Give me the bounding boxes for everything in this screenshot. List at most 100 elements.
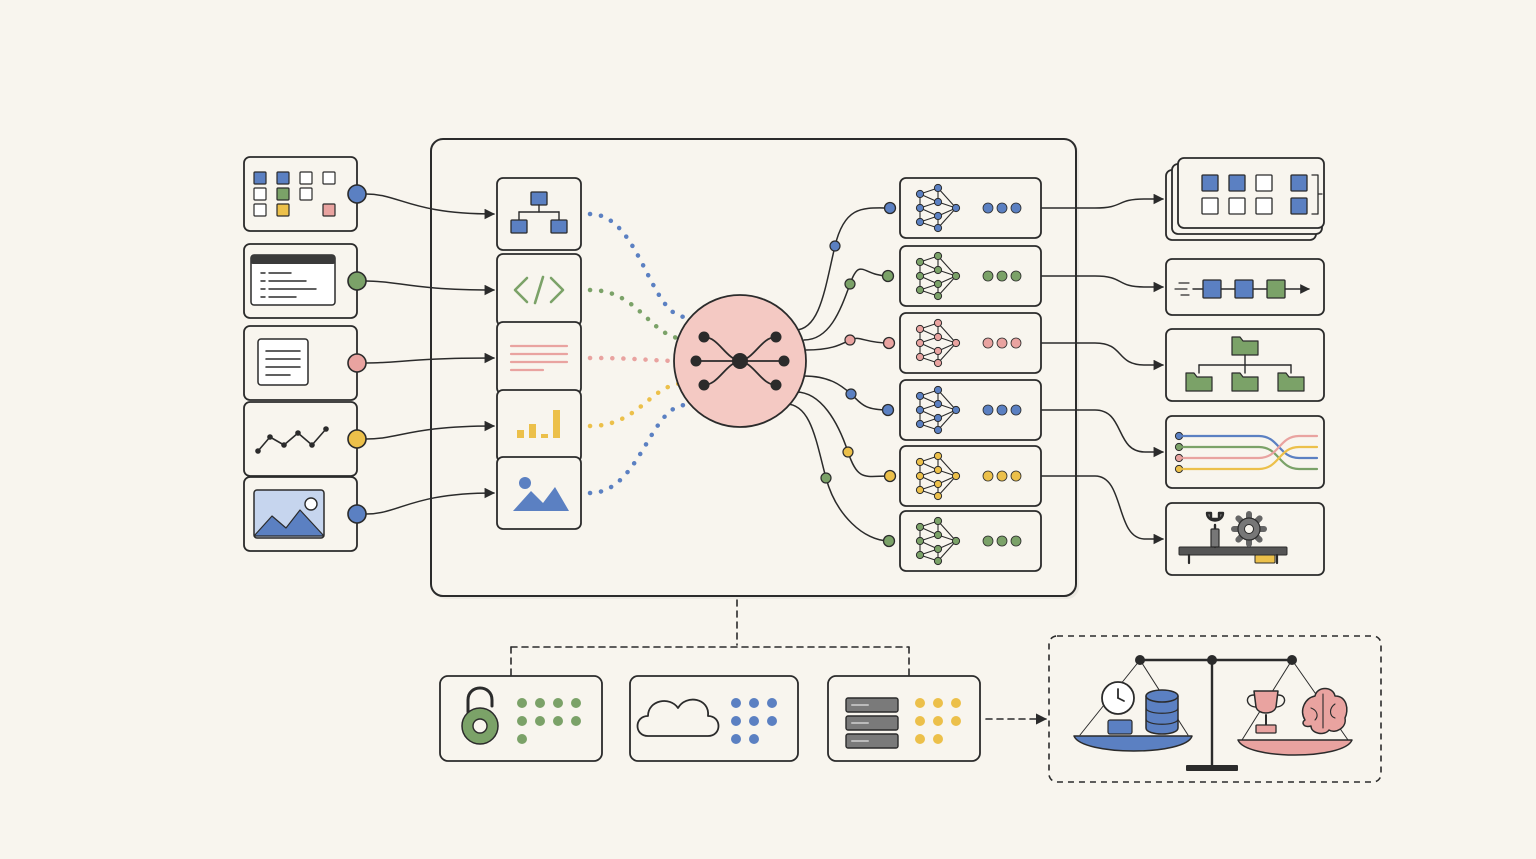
input-panel-5: [243, 476, 367, 552]
brain-icon: [1301, 687, 1348, 735]
routing-node: [845, 388, 857, 400]
input-panel-2: [243, 243, 367, 319]
expert-port: [882, 534, 896, 548]
routing-node: [844, 334, 856, 346]
code-brackets-icon: [513, 275, 565, 305]
input-port: [347, 271, 367, 291]
output-panel-2: [1165, 258, 1325, 316]
input-arrow-2: [365, 280, 496, 296]
hub-to-expert-link-4: [803, 375, 889, 411]
balance-scale-icon: [1073, 655, 1353, 771]
expert-module-2: [881, 245, 1042, 307]
input-port: [347, 184, 367, 204]
expert-port: [882, 336, 896, 350]
input-panel-4: [243, 401, 367, 477]
output-panel-5: [1165, 502, 1325, 576]
encoder-box-5: [496, 456, 582, 530]
input-port: [347, 353, 367, 373]
expert-dots: [982, 535, 1022, 547]
line-chart-icon: [255, 426, 329, 454]
expert-module-6: [882, 510, 1042, 572]
gear-icon: [1231, 511, 1267, 547]
input-arrow-1: [365, 193, 496, 220]
neural-network-icon: [915, 318, 961, 368]
encoder-box-3: [496, 321, 582, 395]
tile-grid-icon: [253, 171, 336, 217]
service-panel-3: [827, 675, 981, 762]
output-panel-4: [1165, 415, 1325, 489]
service-panel-1: [439, 675, 603, 762]
stacked-grid-icon: [1201, 174, 1323, 215]
encoder-box-4: [496, 389, 582, 463]
encoder-box-2: [496, 253, 582, 327]
output-panel-3: [1165, 328, 1325, 402]
trophy-icon: [1246, 690, 1286, 734]
balance-scale-panel: [1048, 635, 1382, 783]
input-port: [347, 504, 367, 524]
hub-to-expert-link-5: [795, 391, 891, 478]
central-hub: [673, 294, 807, 428]
neural-network-icon: [915, 516, 961, 566]
hub-to-expert-link-2: [803, 268, 889, 341]
folder-tree-icon: [1185, 336, 1305, 392]
infrastructure-connector: [510, 599, 910, 677]
routing-node: [829, 240, 841, 252]
neural-network-icon: [915, 183, 961, 233]
merging-lines-icon: [1174, 431, 1319, 474]
expert-port: [883, 469, 897, 483]
encoder-to-hub-link-3: [587, 355, 689, 364]
input-arrow-4: [365, 420, 496, 440]
service-dots: [517, 698, 581, 744]
input-arrow-3: [365, 352, 496, 364]
pipeline-icon: [1174, 279, 1310, 299]
hub-to-expert-link-1: [794, 207, 891, 331]
expert-dots: [982, 404, 1022, 416]
expert-module-1: [883, 177, 1042, 239]
expert-dots: [982, 202, 1022, 214]
bar-chart-icon: [517, 410, 560, 438]
routing-node: [844, 278, 856, 290]
expert-dots: [982, 470, 1022, 482]
tools-icon: [1178, 511, 1288, 565]
neural-network-icon: [915, 385, 961, 435]
neural-network-icon: [915, 251, 961, 301]
components-layer: [243, 156, 1382, 783]
output-arrow-2: [1040, 275, 1165, 293]
routing-node: [820, 472, 832, 484]
hub-to-expert-link-3: [805, 334, 890, 351]
text-document-icon: [257, 338, 309, 386]
image-landscape-icon: [253, 489, 325, 539]
output-panel-1: [1165, 157, 1325, 241]
neural-hub-icon: [690, 331, 790, 391]
expert-dots: [982, 270, 1022, 282]
connections-layer: [365, 138, 1165, 725]
hub-to-expert-link-6: [785, 403, 890, 542]
encoder-to-hub-link-2: [587, 287, 689, 342]
server-icon: [845, 697, 899, 749]
clock-icon: [1101, 681, 1135, 735]
cloud-icon: [636, 698, 720, 737]
output-arrow-5: [1040, 475, 1165, 545]
expert-port: [881, 269, 895, 283]
output-arrow-3: [1040, 342, 1165, 371]
expert-port: [883, 201, 897, 215]
output-arrow-4: [1040, 409, 1165, 458]
input-arrow-5: [365, 487, 496, 515]
routing-node: [842, 446, 854, 458]
padlock-icon: [461, 686, 499, 745]
encoder-to-hub-link-5: [587, 402, 689, 496]
encoder-box-1: [496, 177, 582, 251]
expert-module-3: [882, 312, 1042, 374]
service-dots: [915, 698, 961, 744]
expert-module-4: [881, 379, 1042, 441]
expert-dots: [982, 337, 1022, 349]
hierarchy-icon: [510, 191, 568, 234]
input-panel-1: [243, 156, 367, 232]
input-port: [347, 429, 367, 449]
terminal-window-icon: [250, 254, 336, 306]
expert-port: [881, 403, 895, 417]
input-panel-3: [243, 325, 367, 401]
database-icon: [1145, 689, 1179, 735]
service-panel-2: [629, 675, 799, 762]
